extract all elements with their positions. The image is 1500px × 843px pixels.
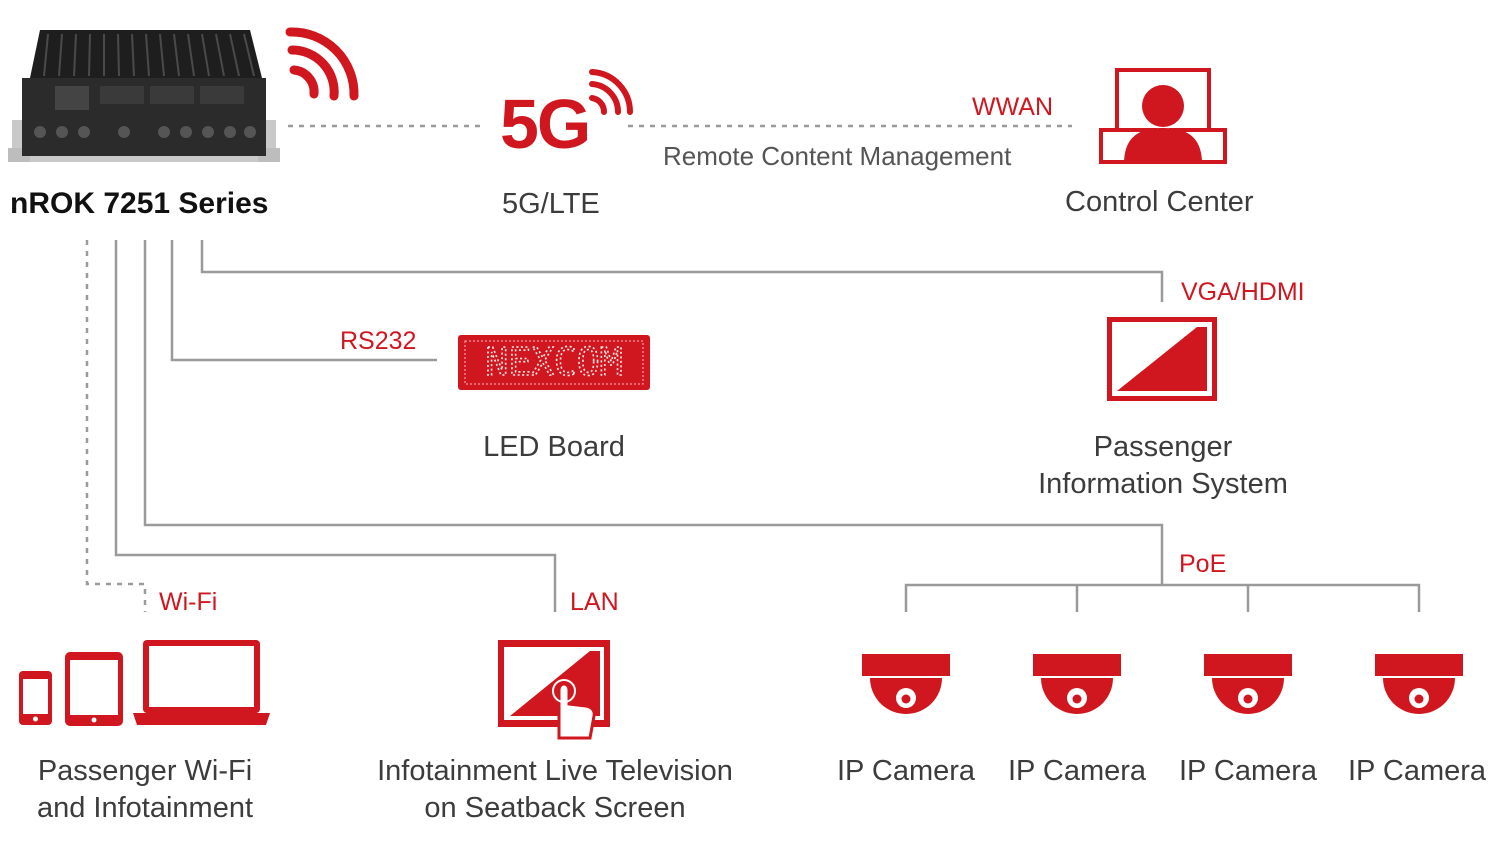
laptop-icon xyxy=(133,640,270,725)
pis-display-icon xyxy=(1107,317,1217,401)
ip-camera-label: IP Camera xyxy=(1178,755,1318,787)
ip-camera-icon xyxy=(862,654,950,714)
poe-link-line xyxy=(143,240,1164,585)
ip-camera-icon xyxy=(1204,654,1292,714)
poe-branch-line xyxy=(904,583,1421,612)
5g-signal-icon xyxy=(589,69,634,115)
5g-badge: 5G xyxy=(500,85,591,163)
device-image xyxy=(8,30,280,162)
wwan-link-label: WWAN xyxy=(972,93,1053,121)
wifi-label-line2: and Infotainment xyxy=(36,792,254,824)
led-board-icon: NEXCOM xyxy=(458,335,650,390)
ip-camera-label: IP Camera xyxy=(836,755,976,787)
lan-label-line2: on Seatback Screen xyxy=(424,792,686,824)
rs232-link-line xyxy=(170,240,437,362)
phone-icon xyxy=(19,671,52,725)
lan-link-line xyxy=(114,240,557,612)
ip-camera-icon xyxy=(1033,654,1121,714)
pis-label-line2: Information System xyxy=(1038,468,1288,500)
seatback-screen-icon xyxy=(498,640,610,740)
vga-hdmi-link-label: VGA/HDMI xyxy=(1181,278,1305,306)
poe-link-label: PoE xyxy=(1179,550,1227,578)
control-center-label: Control Center xyxy=(1065,186,1254,218)
pis-label-line1: Passenger xyxy=(1093,431,1233,463)
led-board-text: NEXCOM xyxy=(485,340,622,384)
rs232-link-label: RS232 xyxy=(340,327,417,355)
device-name: nROK 7251 Series xyxy=(10,187,269,220)
ip-camera-label: IP Camera xyxy=(1007,755,1147,787)
tablet-icon xyxy=(65,652,123,726)
wifi-link-label: Wi-Fi xyxy=(159,588,218,616)
led-board-label: LED Board xyxy=(483,431,625,463)
control-center-icon xyxy=(1099,68,1227,164)
network-label: 5G/LTE xyxy=(502,188,600,220)
remote-content-management-label: Remote Content Management xyxy=(663,141,1012,171)
ip-camera-icon xyxy=(1375,654,1463,714)
wireless-signal-icon xyxy=(285,27,359,101)
vga-hdmi-link-line xyxy=(200,240,1164,302)
lan-link-label: LAN xyxy=(570,588,619,616)
ip-camera-label: IP Camera xyxy=(1347,755,1487,787)
lan-label-line1: Infotainment Live Television xyxy=(377,755,733,787)
wifi-label-line1: Passenger Wi-Fi xyxy=(37,755,253,787)
